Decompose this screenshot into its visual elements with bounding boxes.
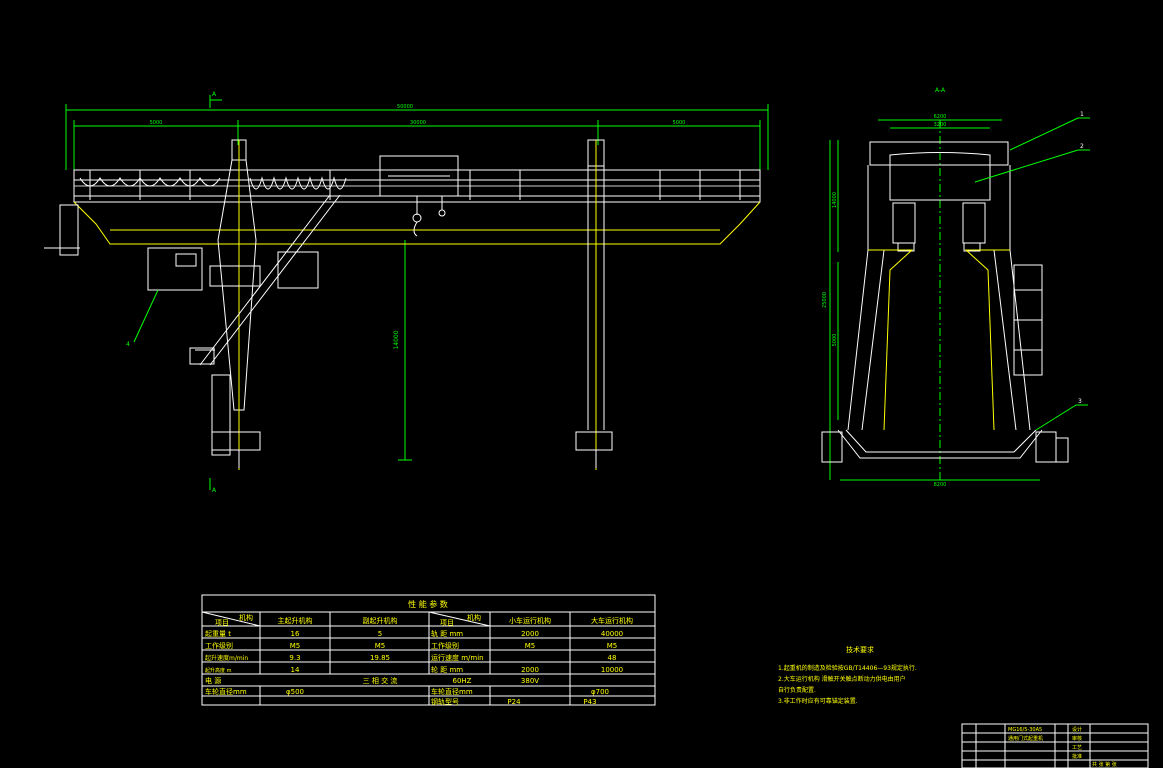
front-elevation-view [44, 95, 769, 490]
svg-text:M5: M5 [375, 642, 386, 650]
header-crane: 大车运行机构 [591, 616, 633, 625]
header-main-hoist: 主起升机构 [278, 616, 313, 625]
svg-text:φ500: φ500 [286, 688, 304, 696]
svg-text:380V: 380V [521, 677, 539, 685]
header-aux-hoist: 副起升机构 [363, 616, 398, 625]
dim-base-width: 8200 [934, 482, 947, 488]
drawing-sub: 通用门式起重机 [1008, 735, 1043, 742]
callout-3: 3 [1035, 398, 1088, 431]
svg-text:车轮直径mm: 车轮直径mm [431, 687, 473, 696]
note-item: 自行负责配置. [778, 686, 816, 694]
dim-total-span: 50000 [397, 104, 413, 110]
table-row: 钢轨型号 P24 P43 [431, 697, 597, 706]
table-title: 性 能 参 数 [408, 599, 448, 609]
drawing-name: MG16/5-30A5 [1008, 727, 1042, 733]
svg-text:60HZ: 60HZ [453, 677, 472, 685]
svg-text:10000: 10000 [601, 666, 623, 674]
note-item: 1.起重机的制造及检验按GB/T14406—93规定执行. [778, 664, 917, 672]
technical-notes: 技术要求 1.起重机的制造及检验按GB/T14406—93规定执行. 2.大车运… [778, 645, 917, 705]
svg-text:M5: M5 [525, 642, 536, 650]
dim-side-top: 3200 [934, 122, 947, 128]
dim-main-span: 30000 [410, 120, 426, 126]
svg-text:起升速度m/min: 起升速度m/min [205, 654, 248, 662]
svg-text:批准: 批准 [1072, 753, 1082, 760]
svg-text:1: 1 [1080, 111, 1084, 118]
svg-text:9.3: 9.3 [289, 654, 300, 662]
svg-text:轨 距 mm: 轨 距 mm [431, 629, 463, 638]
table-row: 起升速度m/min 9.3 19.85 运行速度 m/min 48 [205, 653, 616, 662]
header-mech-a: 机构 [239, 613, 253, 622]
table-row: 起重量 t 16 5 轨 距 mm 2000 40000 [205, 629, 623, 638]
svg-text:48: 48 [608, 654, 617, 662]
svg-text:5: 5 [378, 630, 382, 638]
svg-text:14: 14 [291, 666, 300, 674]
header-trolley: 小车运行机构 [509, 616, 551, 625]
svg-text:电 源: 电 源 [205, 676, 221, 685]
table-row: 起升高度 m 14 轮 距 mm 2000 10000 [205, 665, 623, 674]
header-item-a: 项目 [215, 619, 229, 627]
dim-right-overhang: 5000 [673, 120, 686, 126]
section-mark-top: A [212, 91, 217, 98]
svg-text:16: 16 [291, 630, 300, 638]
svg-text:起重量 t: 起重量 t [205, 630, 231, 638]
svg-text:φ700: φ700 [591, 688, 609, 696]
svg-text:M5: M5 [607, 642, 618, 650]
table-row: 车轮直径mm φ500 车轮直径mm φ700 [205, 687, 609, 696]
note-item: 2.大车运行机构 滑触开关触点断动力供电由用户 [778, 675, 906, 683]
header-item-b: 项目 [440, 619, 454, 627]
svg-text:轮 距 mm: 轮 距 mm [431, 665, 463, 674]
svg-text:工作级别: 工作级别 [431, 641, 459, 650]
dim-top-width: 6200 [934, 114, 947, 120]
svg-text:2000: 2000 [521, 666, 539, 674]
svg-text:2: 2 [1080, 143, 1084, 150]
dim-lift-height: 14000 [393, 330, 400, 349]
dim-side-mid: 14000 [832, 192, 838, 208]
section-mark-bottom: A [212, 487, 217, 494]
table-row: 电 源 三 相 交 流 60HZ 380V [205, 676, 539, 685]
dim-left-overhang: 5000 [150, 120, 163, 126]
svg-text:M5: M5 [290, 642, 301, 650]
svg-text:P43: P43 [583, 698, 596, 706]
callout-2: 2 [974, 143, 1090, 183]
callout-4: 4 [126, 289, 159, 348]
dim-side-height: 25000 [822, 292, 828, 308]
section-title: A-A [935, 87, 946, 94]
svg-text:工作级别: 工作级别 [205, 641, 233, 650]
svg-text:钢轨型号: 钢轨型号 [431, 697, 459, 706]
svg-text:车轮直径mm: 车轮直径mm [205, 687, 247, 696]
svg-text:起升高度 m: 起升高度 m [205, 667, 232, 674]
svg-text:三 相 交 流: 三 相 交 流 [363, 676, 398, 685]
svg-text:设计: 设计 [1072, 726, 1082, 733]
notes-title: 技术要求 [846, 645, 874, 654]
dim-side-sub: 5000 [832, 334, 838, 347]
svg-text:3: 3 [1078, 398, 1082, 405]
note-item: 3.非工作时应有可靠锚定装置. [778, 697, 858, 705]
svg-text:工艺: 工艺 [1072, 745, 1082, 751]
svg-text:19.85: 19.85 [370, 654, 390, 662]
parameter-table: 性 能 参 数 机构 项目 主起升机构 副起升机构 机构 项目 小车运行机构 大… [201, 594, 656, 706]
svg-text:40000: 40000 [601, 630, 623, 638]
title-block: MG16/5-30A5 通用门式起重机 设计 审核 工艺 批准 共 张 第 张 [961, 723, 1149, 768]
svg-text:P24: P24 [507, 698, 521, 706]
svg-text:2000: 2000 [521, 630, 539, 638]
side-view-a-a [821, 119, 1069, 481]
svg-text:运行速度 m/min: 运行速度 m/min [431, 653, 484, 662]
svg-text:审核: 审核 [1072, 735, 1082, 742]
header-mech-b: 机构 [467, 613, 481, 622]
table-row: 工作级别 M5 M5 工作级别 M5 M5 [205, 641, 617, 650]
callout-1: 1 [1009, 111, 1090, 151]
svg-text:共 张 第 张: 共 张 第 张 [1092, 761, 1117, 768]
svg-text:4: 4 [126, 341, 130, 348]
